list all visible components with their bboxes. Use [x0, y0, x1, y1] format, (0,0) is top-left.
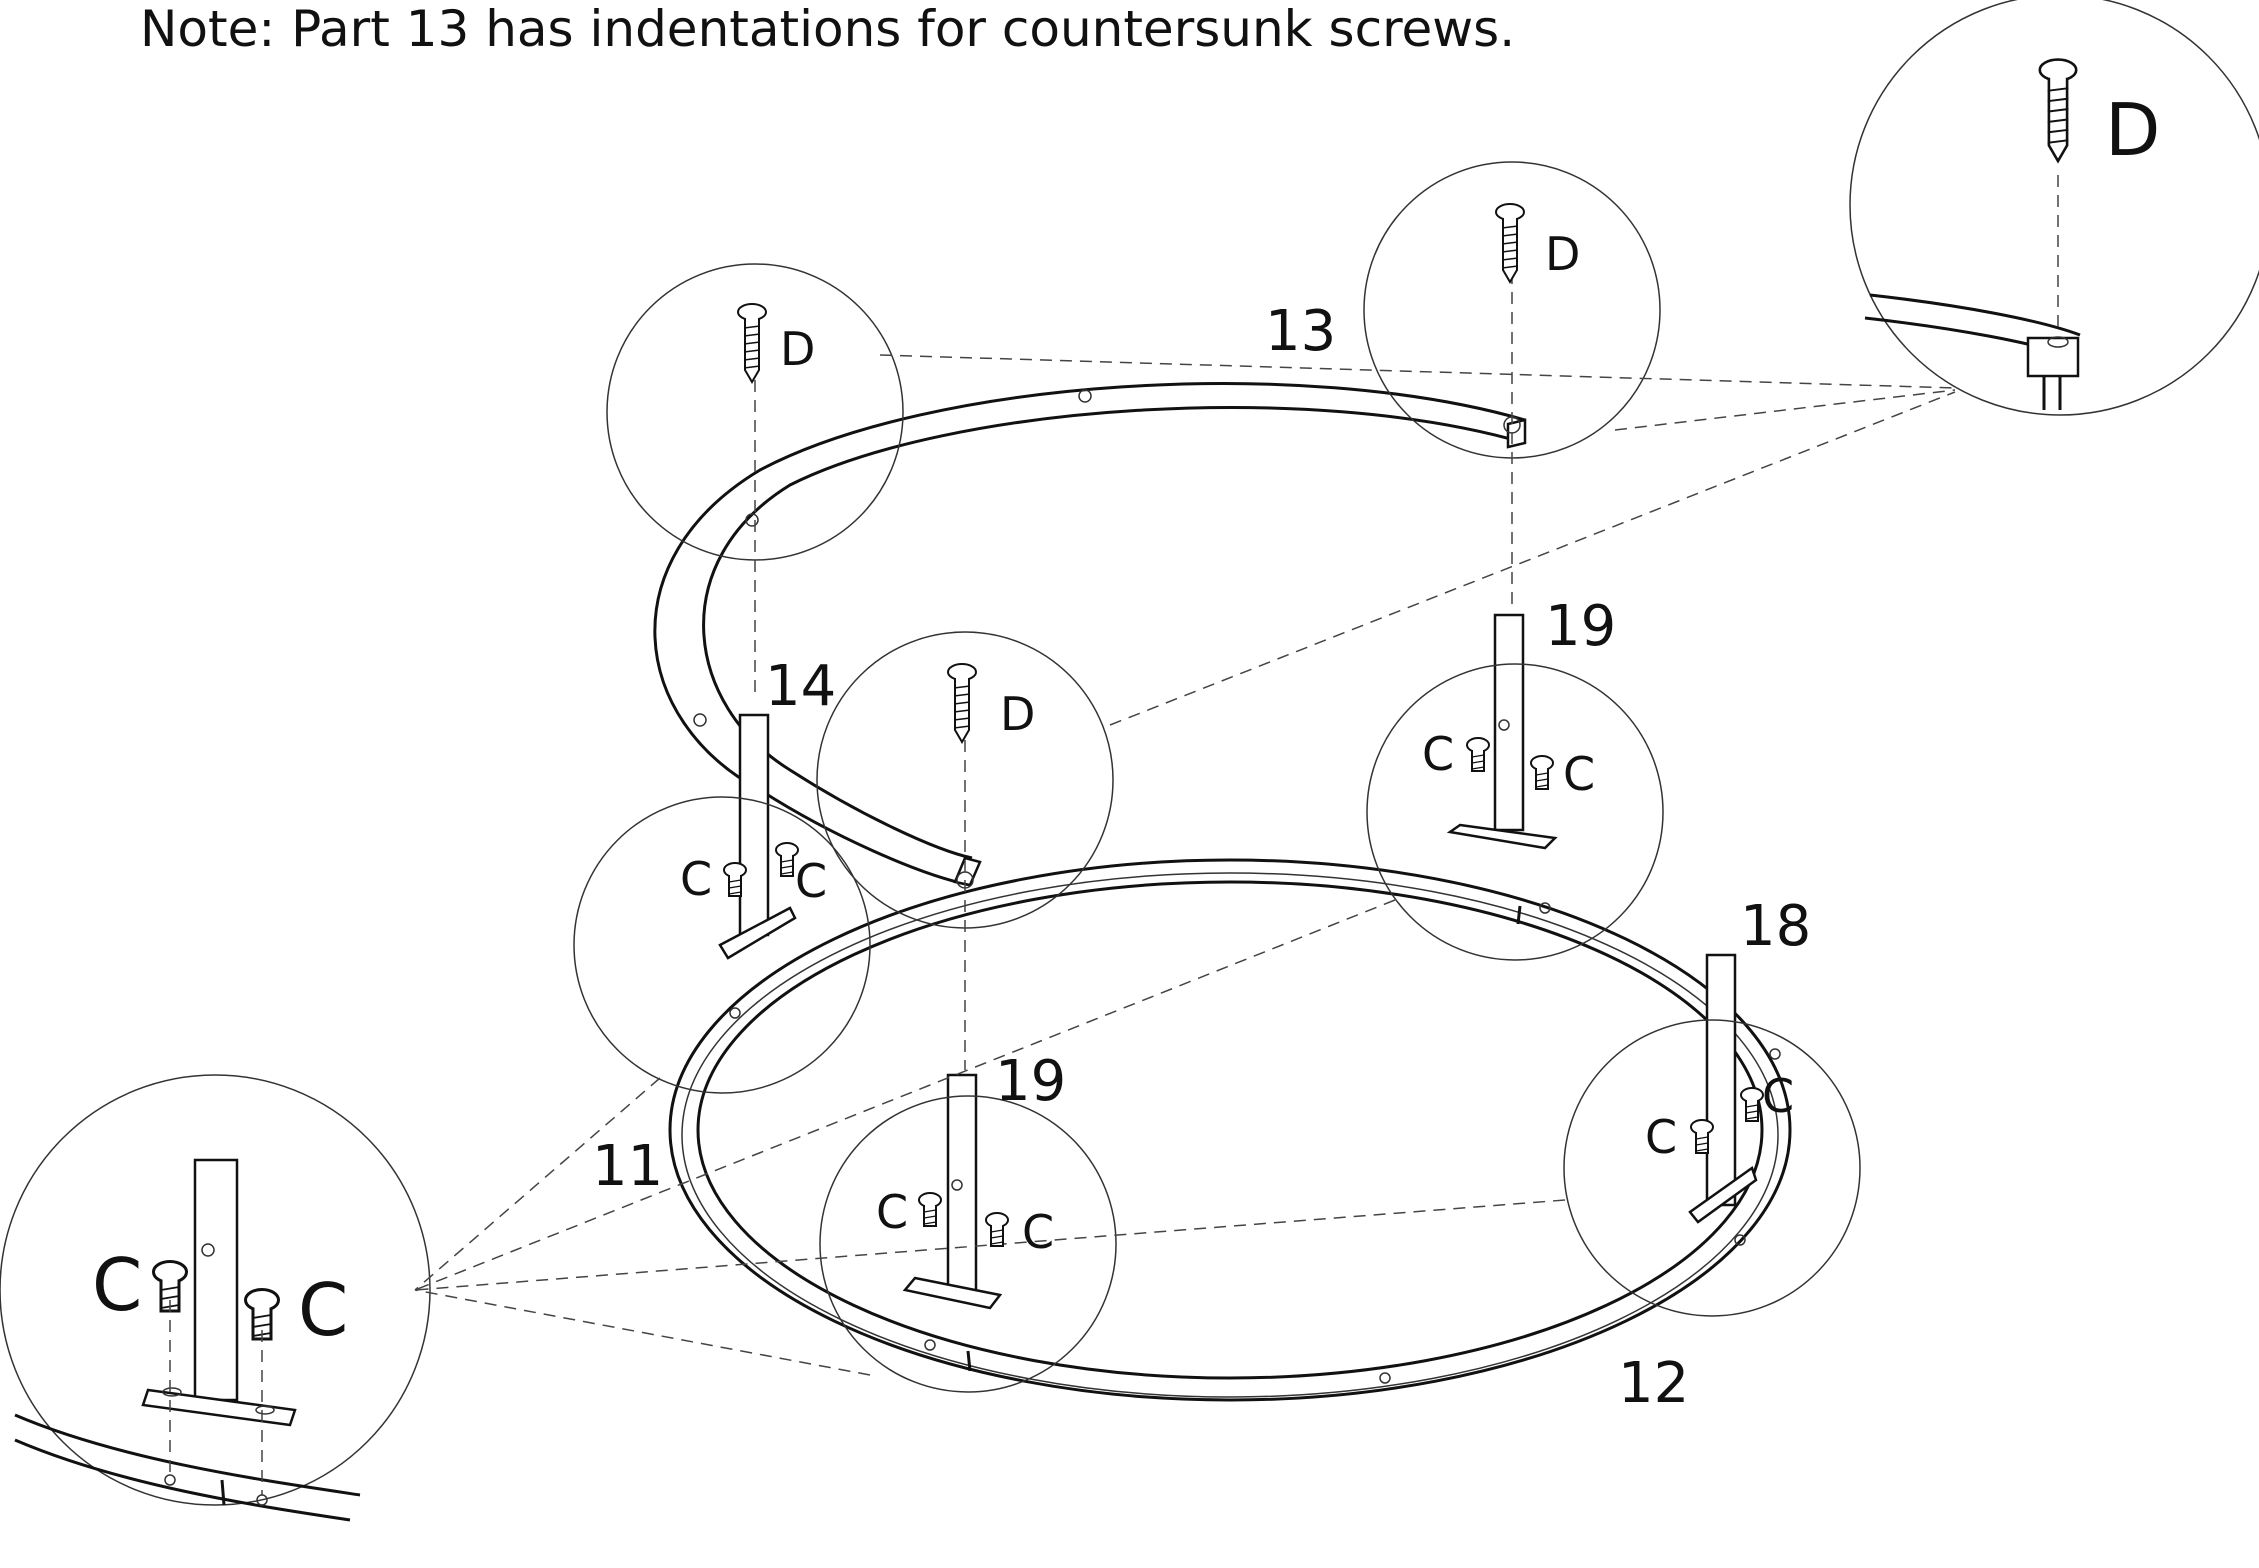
assembly-note: Note: Part 13 has indentations for count… — [140, 0, 1516, 58]
screw-c-icon — [1530, 755, 1554, 790]
screw-d-icon — [2038, 58, 2078, 163]
screw-c-icon — [985, 1212, 1009, 1247]
lower-ring — [668, 858, 1792, 1402]
screw-c-label: C — [680, 852, 712, 906]
support-post-18 — [1688, 953, 1758, 1224]
screw-d-label: D — [1000, 687, 1035, 741]
screw-c-label: C — [795, 854, 827, 908]
screw-c-label: C — [1422, 727, 1454, 781]
part-13-label: 13 — [1265, 299, 1336, 364]
screw-c-label: C — [1645, 1110, 1677, 1164]
upper-spiral-frame — [653, 382, 1527, 889]
screw-d-icon — [737, 303, 767, 383]
support-post-14 — [718, 713, 797, 960]
screw-c-label: C — [298, 1268, 348, 1352]
screw-d-label: D — [780, 322, 815, 376]
part-19-upper-label: 19 — [1545, 594, 1616, 659]
detail-circles — [0, 0, 2259, 1506]
support-post-19-upper — [1446, 613, 1558, 850]
part-12-label: 12 — [1618, 1351, 1689, 1416]
screw-d-icon — [947, 663, 977, 743]
detail-top-right-content — [1864, 175, 2081, 410]
screw-c-label: C — [1563, 747, 1595, 801]
screw-d-icon — [1495, 203, 1525, 283]
part-14-label: 14 — [765, 654, 836, 719]
detail-bottom-left-content — [14, 1158, 361, 1522]
screw-c-label: C — [1022, 1205, 1054, 1259]
screw-d-label: D — [1545, 227, 1580, 281]
leader-lines — [414, 272, 1956, 1376]
screw-c-icon — [918, 1192, 942, 1227]
screw-d-label: D — [2105, 88, 2160, 172]
part-11-label: 11 — [592, 1134, 663, 1199]
screw-c-label: C — [92, 1243, 142, 1327]
screw-c-label: C — [1762, 1069, 1794, 1123]
part-19-lower-label: 19 — [995, 1049, 1066, 1114]
part-18-label: 18 — [1740, 894, 1811, 959]
support-post-19-lower — [902, 1073, 1003, 1310]
screw-c-icon — [1466, 737, 1490, 772]
screw-c-label: C — [876, 1185, 908, 1239]
